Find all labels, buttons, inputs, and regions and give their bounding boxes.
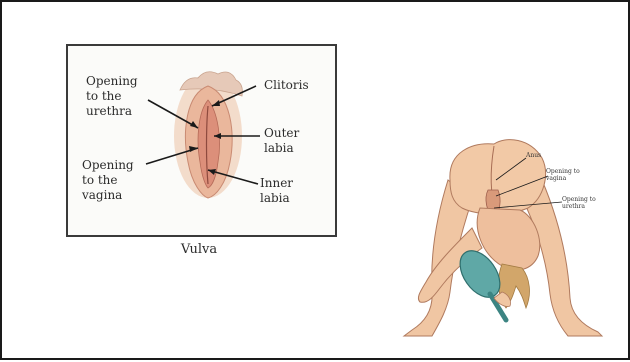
label-opening-to-urethra: Opening to urethra xyxy=(562,196,596,210)
label-opening-to-vagina: Opening to vagina xyxy=(546,168,580,182)
label-anus: Anus xyxy=(526,152,541,159)
